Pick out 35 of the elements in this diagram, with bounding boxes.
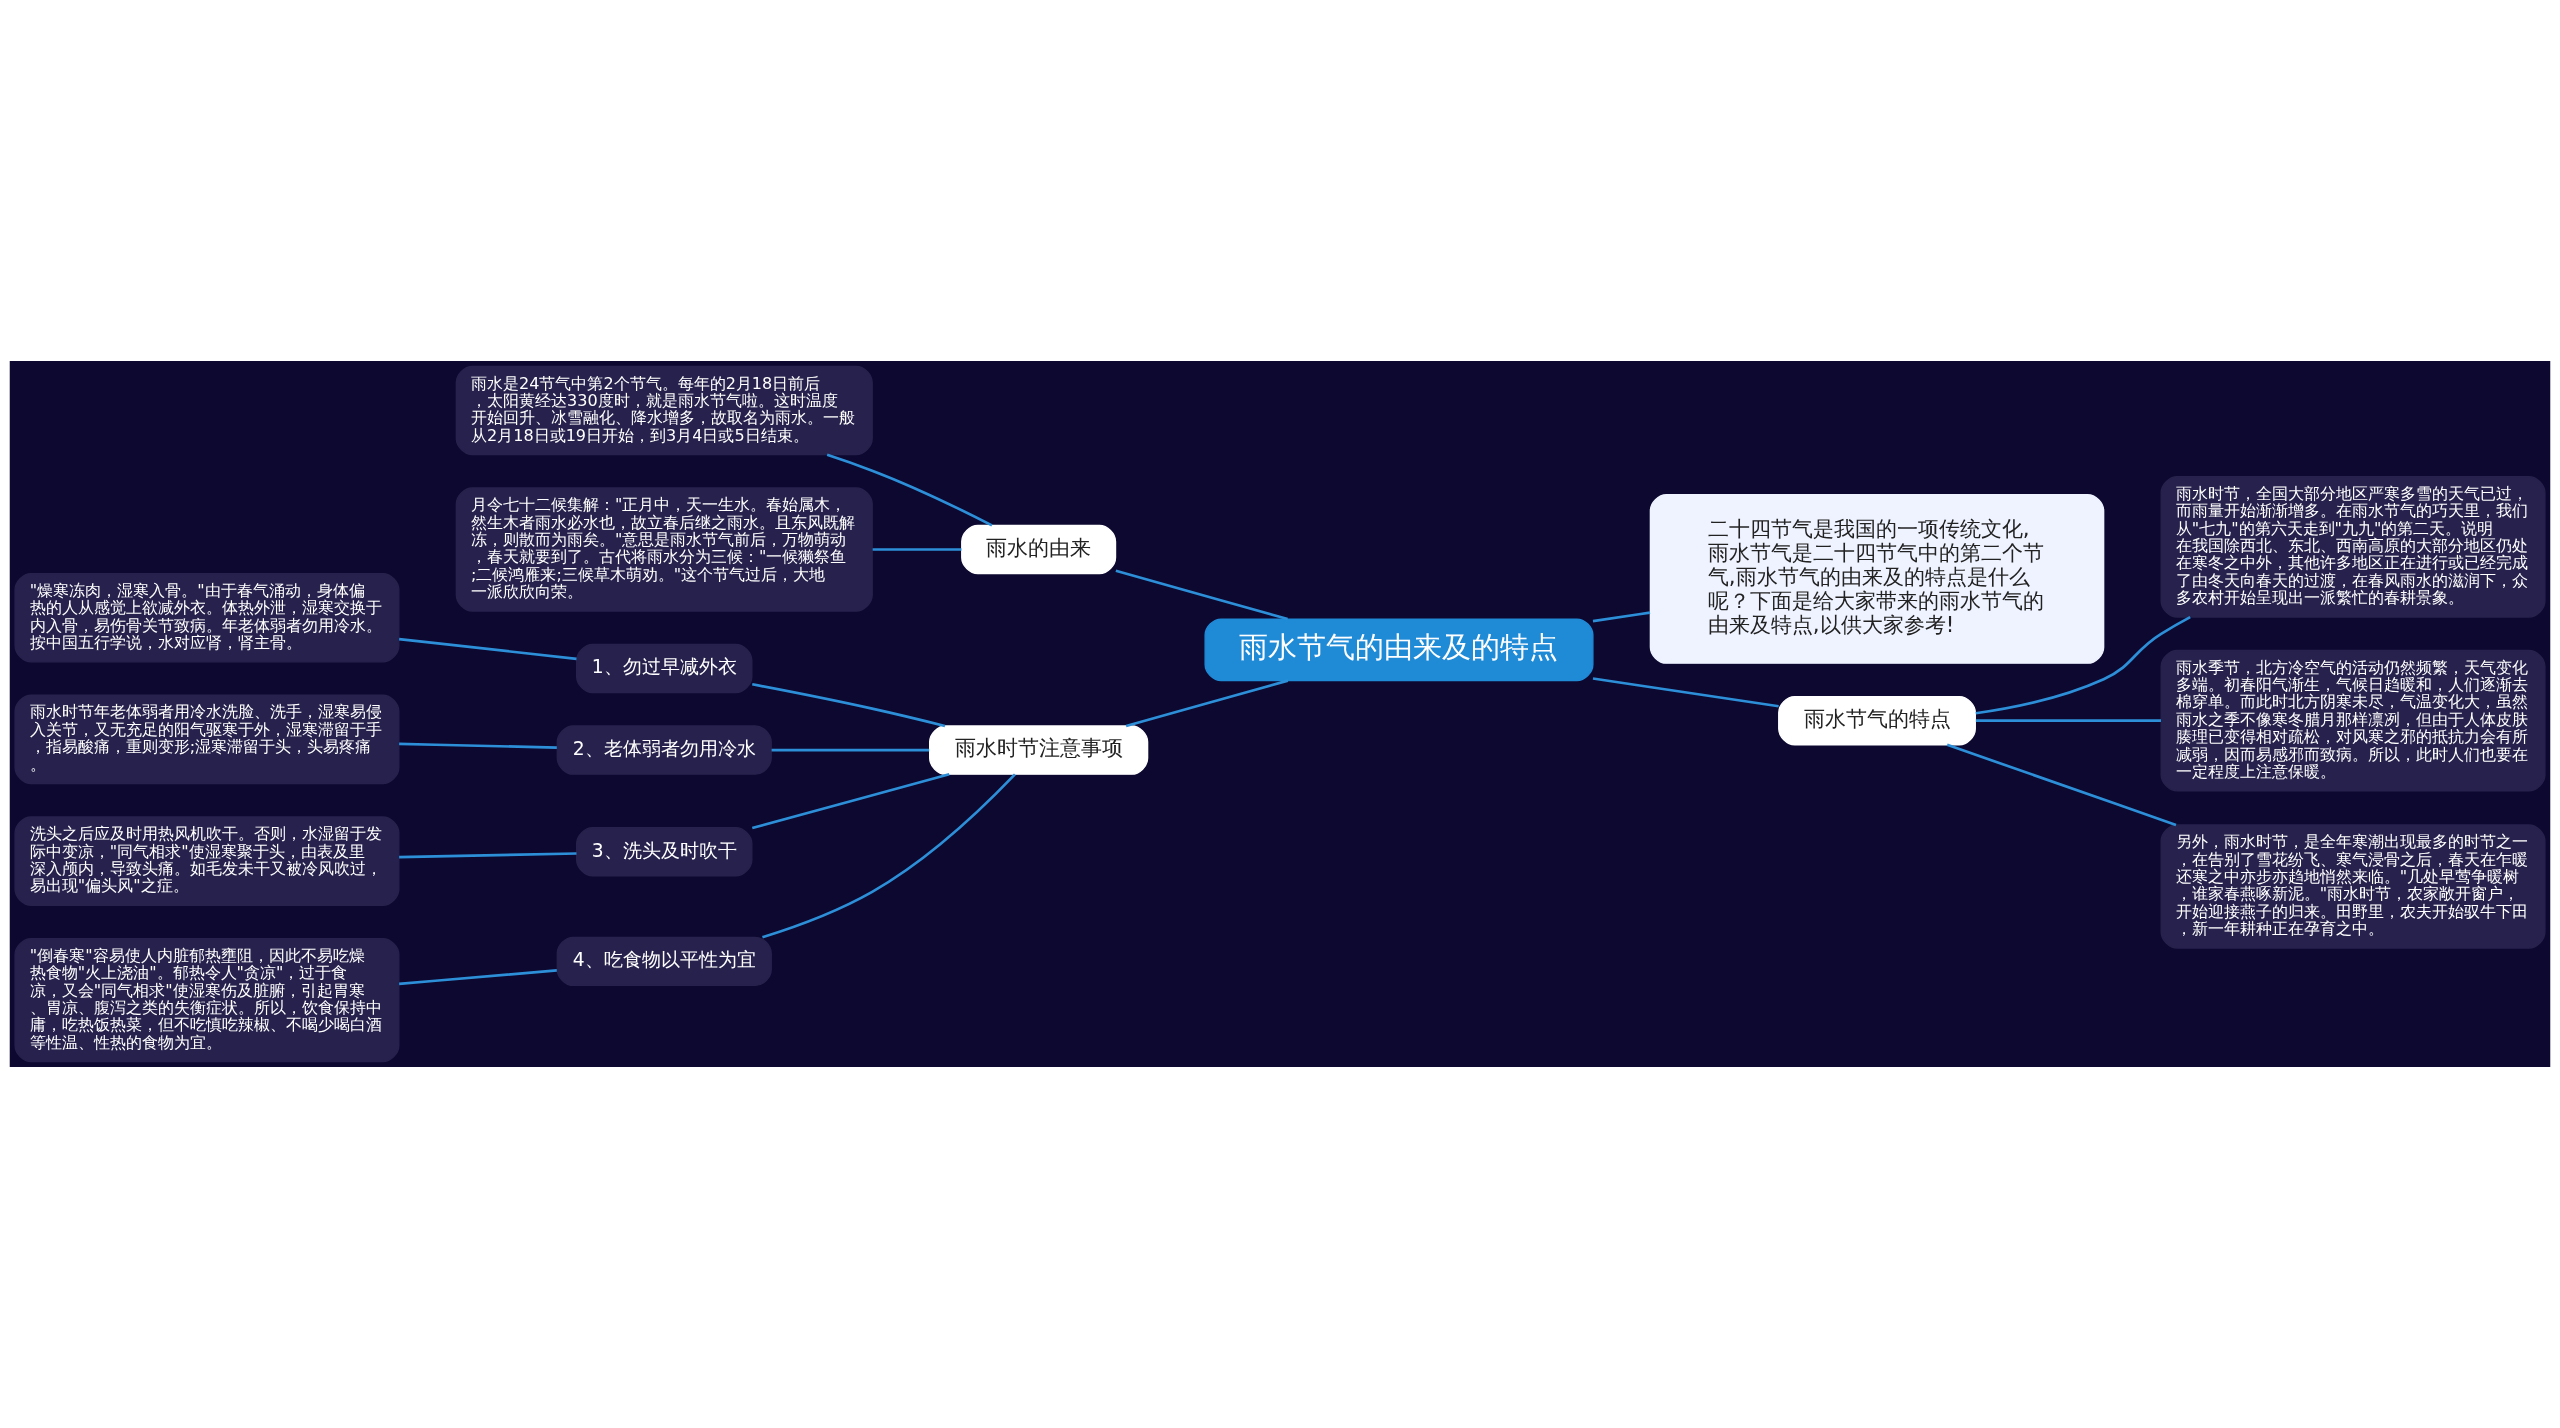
- node-box: "燥寒冻肉，湿寒入骨。"由于春气涌动，身体偏热的人从感觉上欲减外衣。体热外泄，湿寒交换于内入骨，易伤骨关节致病。年老体弱者勿用冷水。按中国五行学说，水对应肾，肾主骨。: [14, 572, 400, 663]
- node-box: 雨水季节，北方冷空气的活动仍然频繁，天气变化多端。初春阳气渐生，气候日趋暖和，人们逐渐去棉穿单。而此时北方阴寒未尽，气温变化大，虽然雨水之季不像寒冬腊月那样凛冽，但由于人体皮肤腠理已变得相对疏松，对风寒之邪的抵抗力会有所减弱，因而易感邪而致病。所以，此时人们也要在一定程度上注意保暖。: [2160, 649, 2546, 792]
- connector: [1946, 743, 2177, 827]
- node-box: 雨水节气的特点: [1778, 695, 1976, 746]
- node-box: 雨水时节注意事项: [929, 725, 1149, 775]
- connector: [399, 852, 577, 859]
- connector: [752, 682, 946, 728]
- connector: [771, 748, 930, 752]
- connector: [399, 742, 557, 749]
- connector: [826, 453, 993, 527]
- node-box: 月令七十二候集解："正月中，天一生水。春始属木，然生木者雨水必水也，故立春后继之雨水。且东风既解冻，则散而为雨矣。"意思是雨水节气前后，万物萌动，春天就要到了。古代将雨水分为三候："一候獭祭鱼;二候鸿雁来;三候草木萌劝。"这个节气过后，大地一派欣欣向荣。: [455, 487, 873, 612]
- node-box: 雨水是24节气中第2个节气。每年的2月18日前后，太阳黄经达330度时，就是雨水节气啦。这时温度开始回升、冰雪融化、降水增多，故取名为雨水。一般从2月18日或19日开始，到3月4日或5日结束。: [455, 365, 873, 456]
- node-box: 雨水时节年老体弱者用冷水洗脸、洗手，湿寒易侵入关节，又无充足的阳气驱寒于外，湿寒滞留于手，指易酸痛，重则变形;湿寒滞留于头，头易疼痛。: [14, 694, 400, 785]
- node-box: 雨水节气的由来及的特点: [1204, 618, 1594, 682]
- connector: [762, 773, 1016, 939]
- connector: [872, 548, 962, 551]
- connector: [1975, 616, 2191, 715]
- node-box: 3、洗头及时吹干: [576, 827, 753, 877]
- node-box: 2、老体弱者勿用冷水: [556, 725, 772, 775]
- node-box: 洗头之后应及时用热风机吹干。否则，水湿留于发际中变凉，"同气相求"使湿寒聚于头，由表及里深入颅内，导致头痛。如毛发未干又被冷风吹过，易出现"偏头风"之症。: [14, 816, 400, 906]
- connector: [399, 969, 557, 986]
- connector: [1975, 719, 2161, 723]
- connector: [1115, 569, 1288, 621]
- node-box: 另外，雨水时节，是全年寒潮出现最多的时节之一，在告别了雪花纷飞、寒气浸骨之后，春天在乍暖还寒之中亦步亦趋地悄然来临。"几处早莺争暖树，谁家春燕啄新泥。"雨水时节，农家敞开窗户，开始迎接燕子的归来。田野里，农夫开始驭牛下田，新一年耕种正在孕育之中。: [2160, 824, 2546, 949]
- connector: [1592, 611, 1651, 623]
- connector: [1125, 679, 1289, 728]
- node-box: "倒春寒"容易使人内脏郁热壅阻，因此不易吃燥热食物"火上浇油"。郁热令人"贪凉"，过于食凉，又会"同气相求"使湿寒伤及脏腑，引起胃寒、胃凉、腹泻之类的失衡症状。所以，饮食保持中庸，吃热饭热菜，但不吃慎吃辣椒、不喝少喝白酒等性温、性热的食物为宜。: [14, 937, 400, 1063]
- node-box: 雨水时节，全国大部分地区严寒多雪的天气已过，而雨量开始渐渐增多。在雨水节气的巧天里，我们从"七九"的第六天走到"九九"的第二天。说明在我国除西北、东北、西南高原的大部分地区仍处在寒冬之中外，其他许多地区正在进行或已经完成了由冬天向春天的过渡，在春风雨水的滋润下，众多农村开始呈现出一派繁忙的春耕景象。: [2160, 476, 2546, 618]
- node-box: 4、吃食物以平性为宜: [556, 936, 772, 987]
- connector: [751, 772, 950, 830]
- node-box: 1、勿过早减外衣: [576, 643, 753, 694]
- connector: [398, 637, 577, 661]
- node-box: 二十四节气是我国的一项传统文化,雨水节气是二十四节气中的第二个节气,雨水节气的由来及的特点是什么呢？下面是给大家带来的雨水节气的由来及特点,以供大家参考!: [1649, 494, 2105, 664]
- connector: [1592, 677, 1779, 708]
- node-box: 雨水的由来: [961, 524, 1117, 575]
